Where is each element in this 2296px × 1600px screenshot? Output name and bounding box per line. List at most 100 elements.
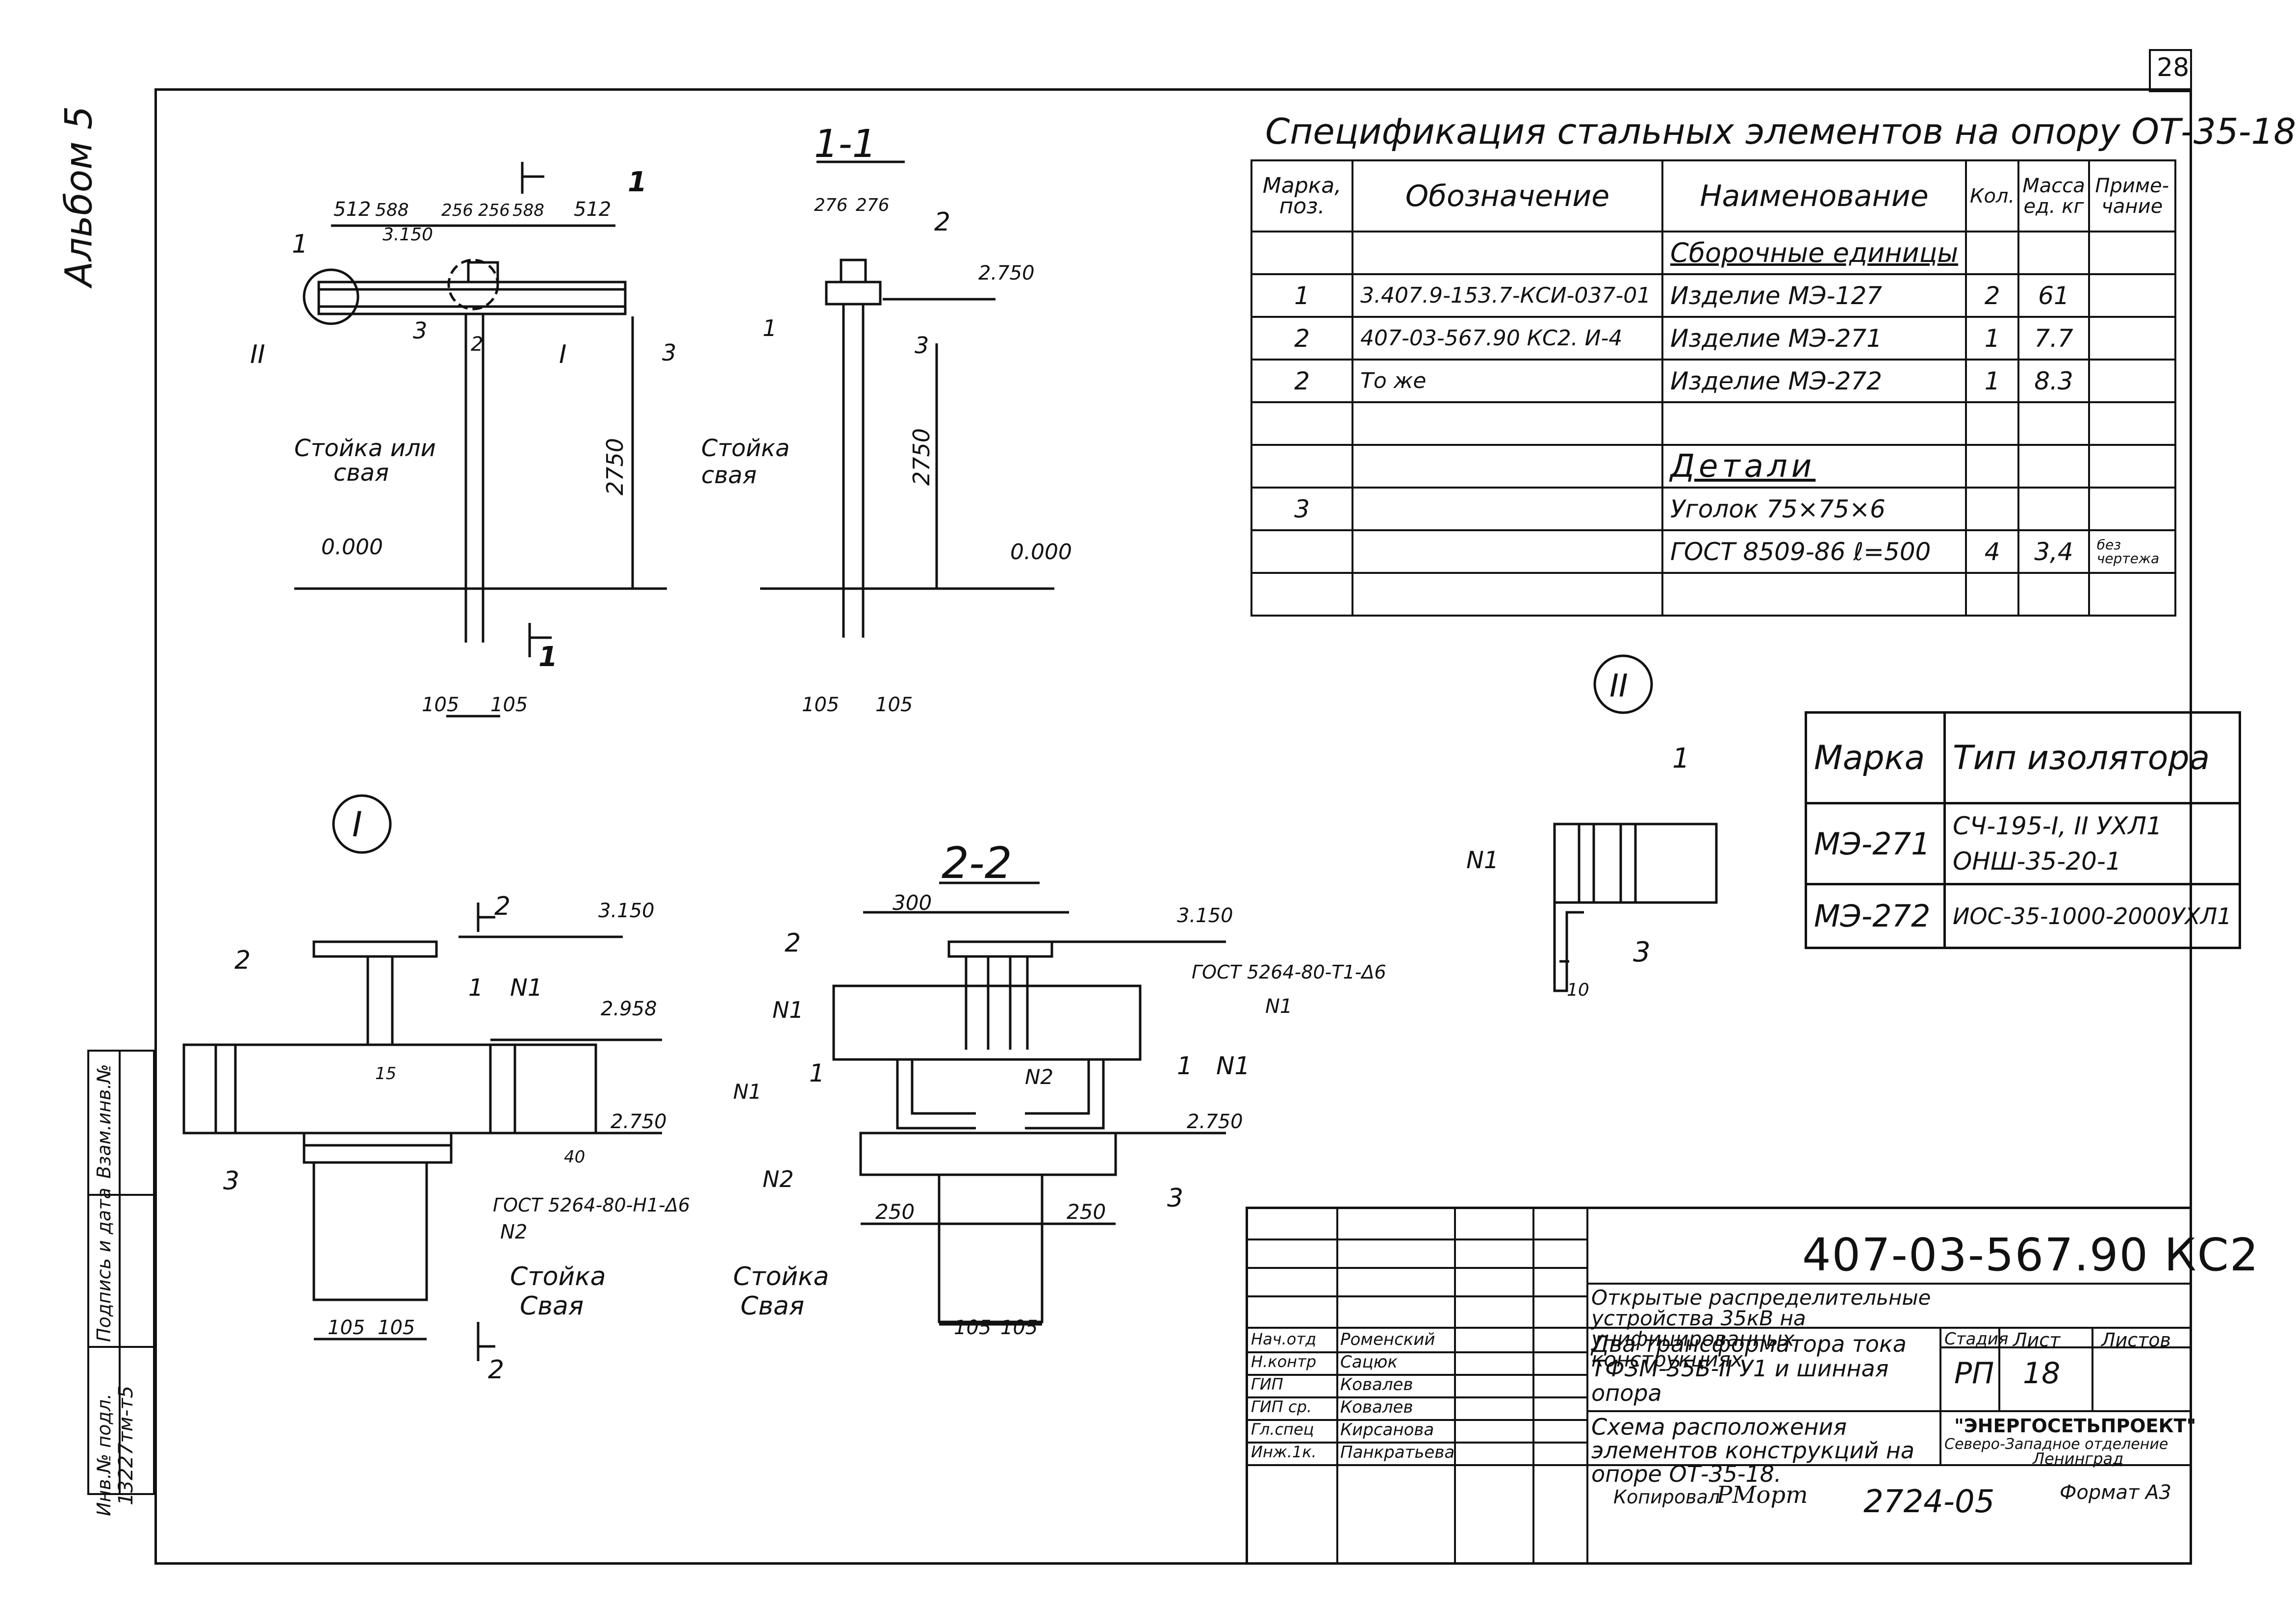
sec11-post-label-2: свая	[701, 462, 757, 489]
spec-cell: Уголок 75×75×6	[1661, 487, 1967, 531]
title-block: 407-03-567.90 КС2 Открытые распределител…	[1246, 1207, 2258, 1565]
spec-cell: Изделие МЭ-127	[1661, 273, 1967, 318]
cut-1-bottom-label: 1	[538, 641, 558, 673]
tb-sheet: 18	[2023, 1356, 2061, 1391]
sec11-dim-276b: 276	[856, 195, 890, 215]
signature-name: Ковалев	[1340, 1397, 1413, 1417]
sec11-elev-0: 0.000	[1010, 540, 1072, 565]
spec-cell: Сборочные единицы	[1661, 231, 1967, 275]
section-2-2	[832, 881, 1226, 1326]
spec-cell	[2088, 231, 2176, 275]
spec-cell	[1352, 529, 1663, 574]
sec11-elev-2750: 2.750	[978, 262, 1035, 284]
spec-header-note: Приме-чание	[2088, 159, 2176, 232]
dim-588-right: 588	[512, 201, 544, 220]
sec22-dim-105-left: 105	[954, 1316, 991, 1339]
insulator-type-2: ИОС-35-1000-2000УХЛ1	[1943, 883, 2241, 949]
spec-cell: 2	[1250, 359, 1353, 403]
sec22-pos-2: 2	[785, 929, 801, 958]
signature-role: Гл.спец	[1251, 1420, 1314, 1439]
spec-cell	[2088, 572, 2176, 617]
sec22-pos-3: 3	[1167, 1184, 1183, 1213]
detII-N1: N1	[1466, 847, 1499, 874]
detI-weld-gost: ГОСТ 5264-80-Н1-Δ6	[493, 1194, 690, 1216]
spec-cell	[1965, 231, 2020, 275]
signature-role: Нач.отд	[1251, 1330, 1317, 1348]
sec11-dim-2750: 2750	[908, 428, 935, 486]
spec-header-designation: Обозначение	[1352, 159, 1663, 232]
detI-cut-2-top: 2	[494, 892, 510, 921]
dim-512-left: 512	[333, 198, 371, 221]
dim-256-b: 256	[478, 201, 510, 220]
tb-branch: Северо-Западное отделение	[1944, 1436, 2168, 1453]
tb-city: Ленинград	[2033, 1449, 2124, 1468]
spec-cell	[1352, 444, 1663, 489]
spec-header-name: Наименование	[1661, 159, 1967, 232]
spec-cell	[2017, 444, 2090, 489]
sec11-head	[825, 281, 882, 306]
sec22-N1-lower: N1	[733, 1080, 762, 1104]
spec-cell	[2017, 401, 2090, 446]
spec-cell: без чертежа	[2088, 529, 2176, 574]
tb-sheets-label: Листов	[2101, 1329, 2171, 1351]
insulator-header-mark: Марка	[1805, 711, 1946, 804]
spec-cell	[1661, 401, 1967, 446]
insulator-mark-2: МЭ-272	[1805, 883, 1946, 949]
detail-II-drawing	[1553, 654, 1718, 992]
detI-post-label-2: Свая	[520, 1291, 584, 1321]
section-2-2-title: 2-2	[942, 838, 1012, 888]
spec-cell	[1250, 401, 1353, 446]
tb-stage-label: Стадия	[1944, 1329, 2009, 1349]
spec-cell	[1352, 572, 1663, 617]
insulator-type-1a: СЧ-195-I, II УХЛ1	[1953, 812, 2162, 840]
front-dim-105-left: 105	[422, 694, 459, 716]
section-1-1-title: 1-1	[814, 122, 876, 166]
detI-dim-40: 40	[564, 1147, 585, 1167]
page-number-box	[2149, 49, 2192, 92]
sec11-pos-2: 2	[934, 207, 950, 237]
cut-1-top-label: 1	[628, 166, 647, 198]
sec11-dim-276a: 276	[814, 195, 848, 215]
spec-title: Спецификация стальных элементов на опору…	[1265, 111, 2296, 152]
front-view: 2 1 1	[294, 162, 667, 718]
sec22-N2-lower: N2	[763, 1166, 794, 1192]
spec-cell	[1250, 231, 1353, 275]
spec-cell: 1	[1965, 359, 2020, 403]
detI-N2: N2	[500, 1221, 527, 1243]
spec-cell: Детали	[1661, 444, 1967, 489]
detail-I-label: I	[352, 804, 362, 845]
detail-I-marker	[447, 258, 499, 310]
front-detail-II: II	[250, 340, 265, 369]
signature-name: Панкратьева	[1340, 1443, 1455, 1462]
sec22-pos-1-left: 1	[809, 1059, 825, 1087]
spec-cell	[2017, 487, 2090, 531]
spec-row: Сборочные единицы	[1250, 231, 2176, 275]
spec-cell	[1965, 444, 2020, 489]
detI-post-label-1: Стойка	[510, 1262, 606, 1291]
spec-cell: 8.3	[2017, 359, 2090, 403]
spec-header-mark: Марка, поз.	[1250, 159, 1353, 232]
detII-pos-1: 1	[1672, 743, 1690, 774]
signature-name: Кирсанова	[1340, 1420, 1434, 1440]
detail-II-label: II	[1609, 668, 1628, 704]
sec22-dim-250-right: 250	[1067, 1200, 1106, 1224]
spec-cell: Изделие МЭ-272	[1661, 359, 1967, 403]
detI-elev-2750: 2.750	[611, 1110, 667, 1133]
beam-top-rect	[317, 281, 627, 315]
spec-cell	[2017, 572, 2090, 617]
side-stamp: Инв.№ подл. Подпись и дата Взам.инв.№ 13…	[87, 1050, 155, 1516]
sec22-dim-105-right: 105	[1000, 1316, 1038, 1339]
sec11-post-label-1: Стойка	[701, 435, 790, 462]
spec-cell	[1352, 401, 1663, 446]
sec22-pos-1-right: 1	[1177, 1052, 1193, 1080]
spec-cell: Изделие МЭ-271	[1661, 316, 1967, 361]
insulator-type-1b: ОНШ-35-20-1	[1953, 847, 2121, 876]
spec-cell: 3,4	[2017, 529, 2090, 574]
signature-name: Сацюк	[1340, 1352, 1398, 1372]
detI-pos-3: 3	[223, 1166, 239, 1196]
elev-3150-front: 3.150	[383, 225, 433, 245]
spec-cell	[1250, 444, 1353, 489]
